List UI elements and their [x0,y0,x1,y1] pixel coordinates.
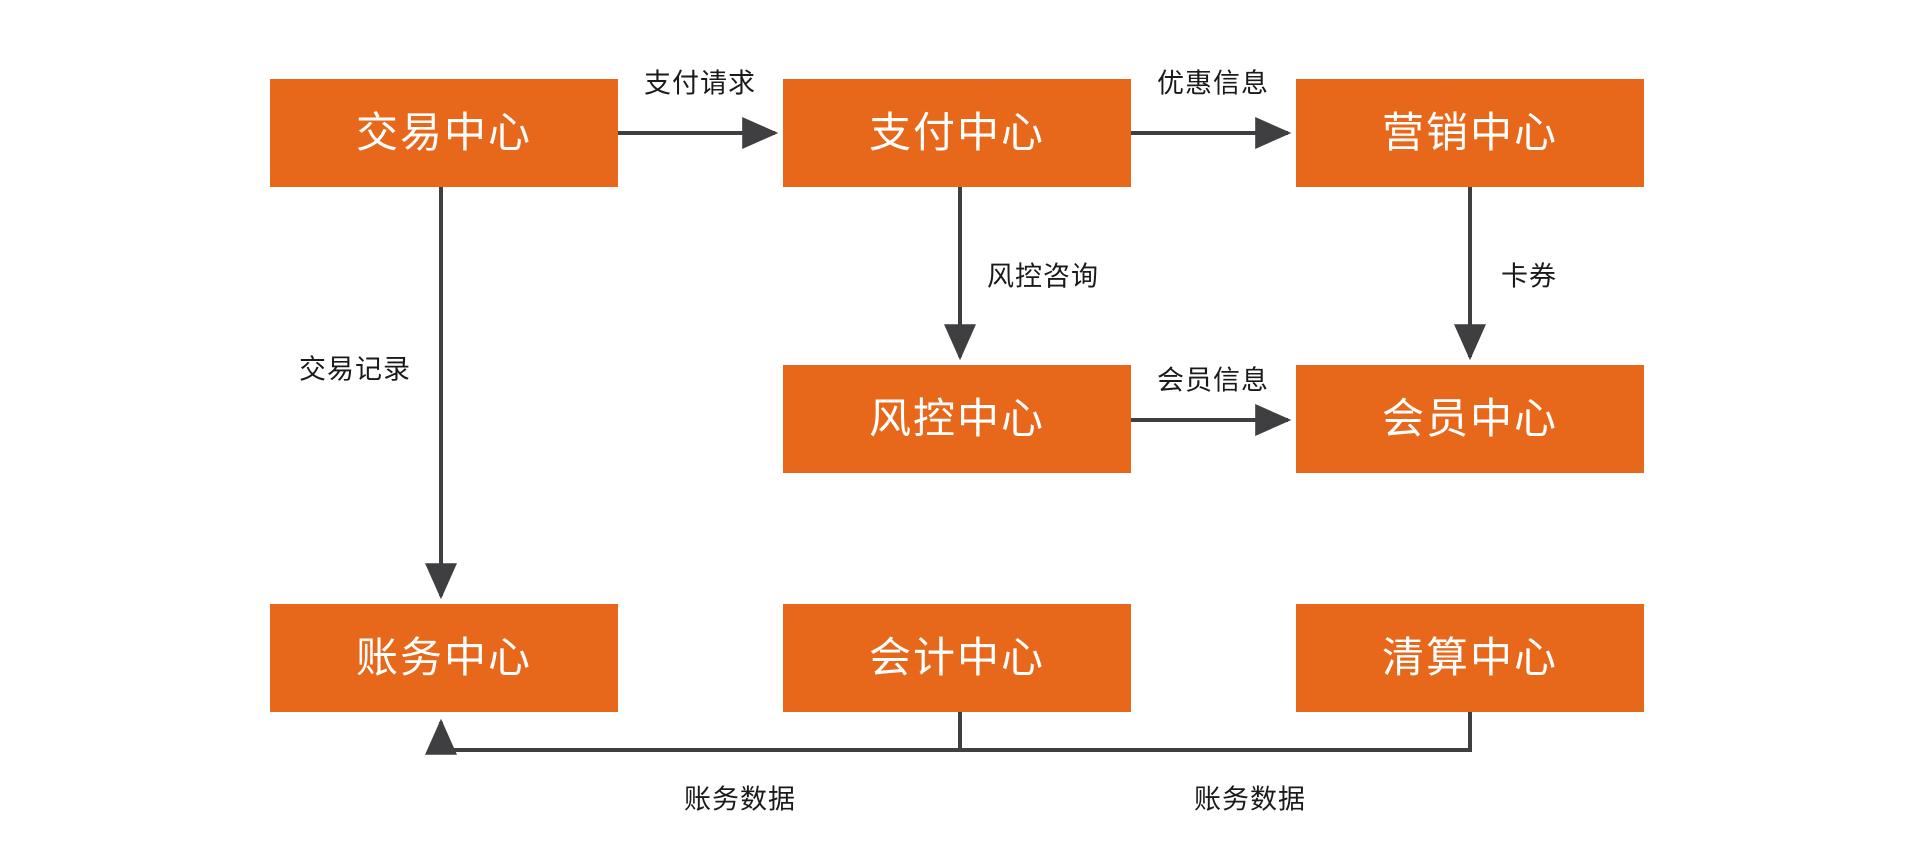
edge-label-account-data-left: 账务数据 [684,784,796,815]
node-riskctrl[interactable]: 风控中心 [783,365,1131,473]
node-marketing[interactable]: 营销中心 [1296,79,1644,187]
edge-label-risk-consult: 风控咨询 [987,261,1099,292]
edge-label-trade-record: 交易记录 [299,354,411,385]
node-settlement-label: 清算中心 [1381,634,1558,681]
node-account-label: 账务中心 [355,634,532,681]
node-member[interactable]: 会员中心 [1296,365,1644,473]
node-member-label: 会员中心 [1381,395,1558,442]
node-settlement[interactable]: 清算中心 [1296,604,1644,712]
edge-label-payment-request: 支付请求 [644,68,756,99]
edge-label-promotion-info: 优惠信息 [1157,68,1269,99]
node-riskctrl-label: 风控中心 [868,395,1045,442]
node-payment-label: 支付中心 [868,109,1045,156]
edge-label-coupon: 卡券 [1501,261,1557,292]
node-marketing-label: 营销中心 [1381,109,1558,156]
edge-label-member-info: 会员信息 [1157,365,1269,396]
node-account[interactable]: 账务中心 [270,604,618,712]
edge-label-account-data-right: 账务数据 [1194,784,1306,815]
node-accounting-label: 会计中心 [868,634,1045,681]
node-trade-label: 交易中心 [355,109,532,156]
node-payment[interactable]: 支付中心 [783,79,1131,187]
node-accounting[interactable]: 会计中心 [783,604,1131,712]
edge-accounting-to-account [425,712,962,755]
node-trade[interactable]: 交易中心 [270,79,618,187]
edge-settlement-to-account [960,712,1472,752]
